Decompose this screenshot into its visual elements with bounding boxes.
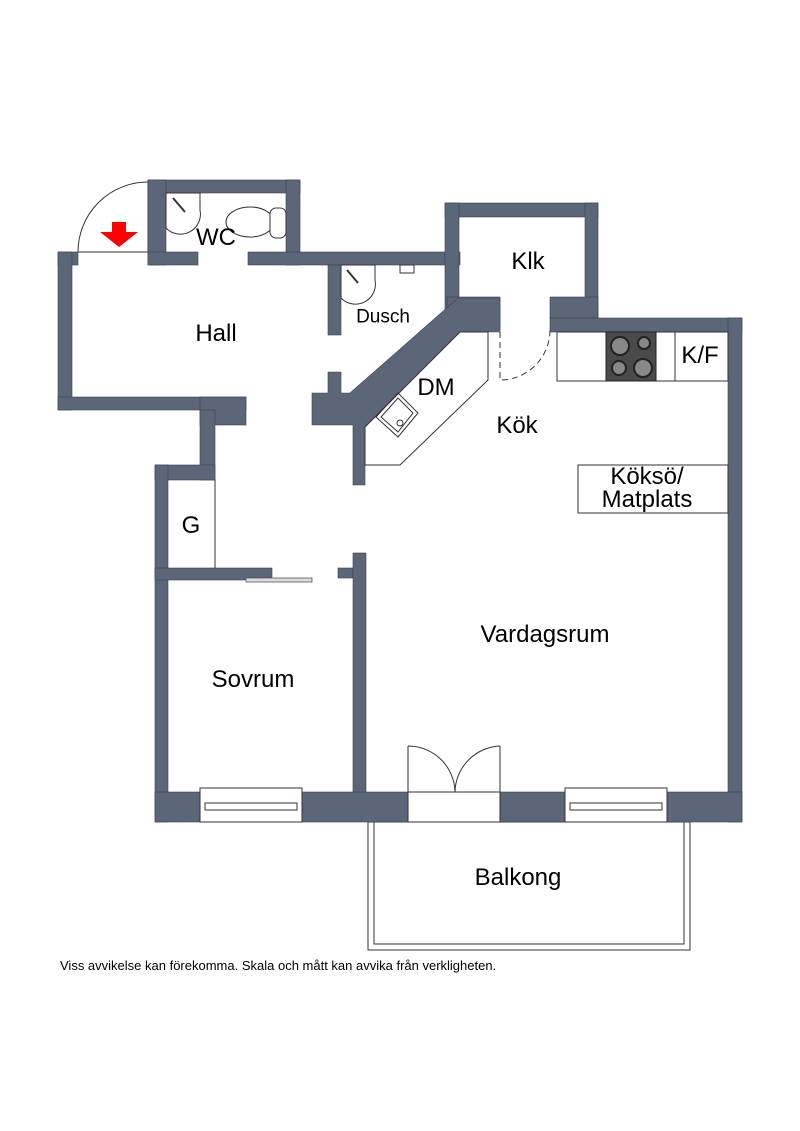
disclaimer: Viss avvikelse kan förekomma. Skala och … bbox=[60, 958, 497, 973]
toilet-icon bbox=[225, 206, 287, 239]
walls bbox=[57, 179, 743, 823]
shower-sink-icon bbox=[340, 264, 376, 305]
balcony-door bbox=[407, 745, 501, 823]
room-label-vardagsrum: Vardagsrum bbox=[480, 621, 610, 648]
entrance-arrow-icon bbox=[100, 222, 138, 247]
sink-icon bbox=[375, 392, 419, 438]
room-label-wc: WC bbox=[196, 224, 236, 251]
window-bedroom bbox=[199, 787, 303, 823]
label-kf: K/F bbox=[681, 342, 719, 369]
dishwasher-counter bbox=[364, 331, 489, 466]
room-label-sovrum: Sovrum bbox=[211, 666, 295, 693]
stove-icon bbox=[605, 331, 657, 382]
label-koksoe-2: Matplats bbox=[601, 486, 693, 513]
entrance-door-swing bbox=[77, 181, 149, 253]
label-g: G bbox=[181, 512, 201, 539]
sliding-door bbox=[245, 577, 313, 583]
room-label-kok: Kök bbox=[496, 412, 538, 439]
room-label-balkong: Balkong bbox=[474, 864, 562, 891]
label-koksoe-1: Köksö/ bbox=[610, 463, 684, 490]
wc-sink-icon bbox=[165, 192, 201, 235]
window-living bbox=[564, 787, 668, 823]
kitchen-island bbox=[577, 464, 729, 514]
room-label-klk: Klk bbox=[511, 248, 545, 275]
room-label-dusch: Dusch bbox=[356, 306, 410, 328]
room-label-hall: Hall bbox=[195, 320, 237, 347]
klk-door-swing bbox=[499, 329, 551, 381]
shower-mixer-icon bbox=[399, 264, 415, 274]
room-label-dm: DM bbox=[417, 374, 455, 401]
